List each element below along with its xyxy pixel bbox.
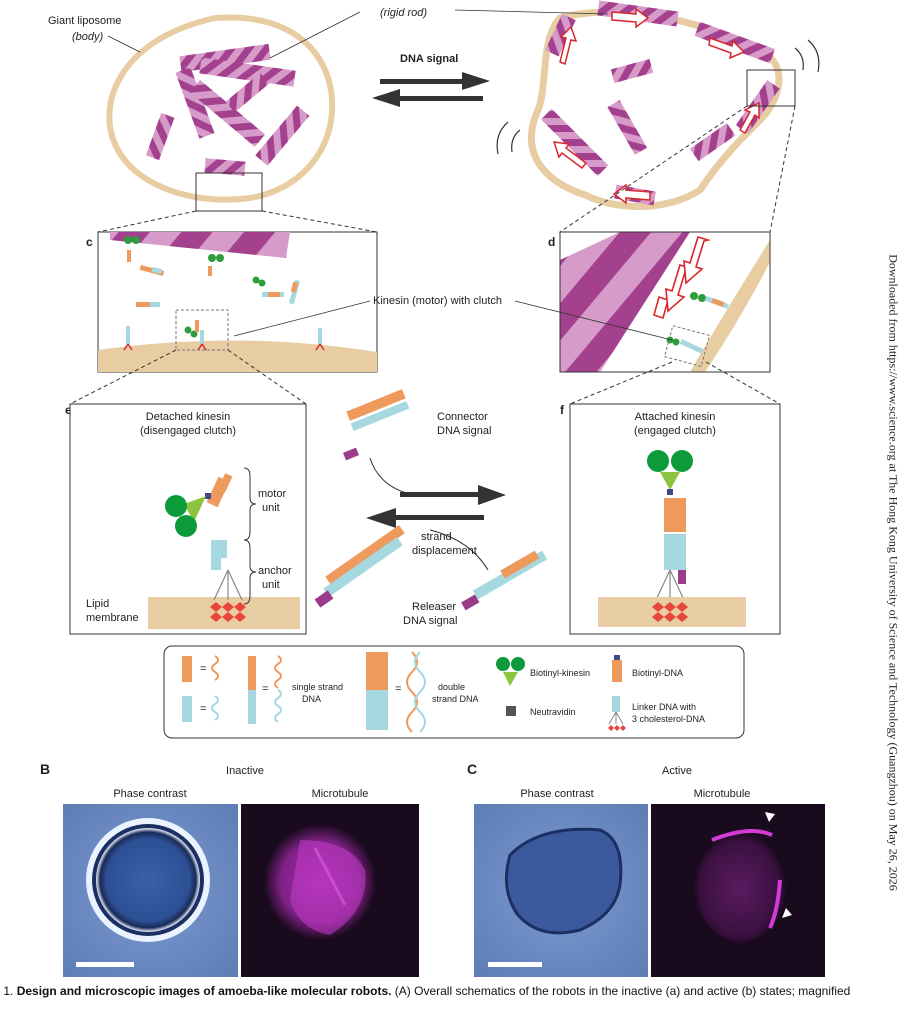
attached-title-2: (engaged clutch) (634, 425, 716, 437)
releaser-label-1: Releaser (412, 601, 456, 613)
legend-eq-1: = (200, 663, 206, 675)
panel-C-state: Active (662, 765, 692, 777)
panel-C-left-title: Phase contrast (520, 788, 593, 800)
legend-biotinyl-kinesin: Biotinyl-kinesin (530, 668, 590, 678)
dna-signal-arrows (372, 72, 490, 107)
legend-linker-2: 3 cholesterol-DNA (632, 714, 705, 724)
panel-d-letter: d (548, 235, 555, 249)
legend-biotinyl-dna: Biotinyl-DNA (632, 668, 683, 678)
kinesin-label: Kinesin (motor) with clutch (373, 295, 502, 307)
motor-unit-1: motor (258, 488, 286, 500)
strand-label-2: displacement (412, 545, 477, 557)
panel-e: Detached kinesin (disengaged clutch) mot… (69, 403, 307, 635)
panel-C-letter: C (467, 761, 477, 777)
lipid-label-1: Lipid (86, 598, 109, 610)
legend-neutravidin: Neutravidin (530, 707, 576, 717)
caption-prefix: g. 1. (0, 984, 14, 998)
lipid-label-2: membrane (86, 612, 139, 624)
caption-title: Design and microscopic images of amoeba-… (16, 984, 392, 998)
legend-eq-3: = (262, 683, 268, 695)
download-watermark: Downloaded from https://www.science.org … (886, 254, 901, 891)
micrograph-C-microtubule (651, 804, 825, 977)
panel-f-letter: f (560, 403, 565, 417)
panel-d (559, 231, 771, 373)
micrograph-C-phase (474, 804, 648, 977)
body-label: (body) (72, 31, 104, 43)
panel-C-right-title: Microtubule (694, 788, 751, 800)
figure-caption: g. 1. Design and microscopic images of a… (0, 984, 905, 998)
liposome-label: Giant liposome (48, 15, 121, 27)
connector-label-2: DNA signal (437, 425, 491, 437)
panel-B-left-title: Phase contrast (113, 788, 186, 800)
legend-single-1: single strand (292, 682, 343, 692)
rod-label: (rigid rod) (380, 7, 427, 19)
legend-box: = = = single strand DNA = double strand … (163, 645, 745, 739)
panel-c (97, 231, 378, 373)
figure-1: Giant liposome (body) (rigid rod) DNA si… (40, 0, 825, 977)
legend-single-2: DNA (302, 694, 321, 704)
legend-eq-2: = (200, 703, 206, 715)
caption-text: (A) Overall schematics of the robots in … (391, 984, 851, 998)
legend-linker-1: Linker DNA with (632, 702, 696, 712)
anchor-unit-1: anchor (258, 565, 292, 577)
detached-title-1: Detached kinesin (146, 411, 230, 423)
detached-title-2: (disengaged clutch) (140, 425, 236, 437)
micrograph-B-phase (63, 804, 238, 977)
panel-B-state: Inactive (226, 765, 264, 777)
anchor-unit-2: unit (262, 579, 280, 591)
strand-label-1: strand (421, 531, 452, 543)
panel-B-letter: B (40, 761, 50, 777)
panel-c-letter: c (86, 235, 93, 249)
releaser-label-2: DNA signal (403, 615, 457, 627)
panel-f: Attached kinesin (engaged clutch) (569, 403, 781, 635)
exchange-arrows (314, 389, 548, 611)
panel-B-right-title: Microtubule (312, 788, 369, 800)
active-liposome (496, 0, 820, 210)
attached-title-1: Attached kinesin (635, 411, 716, 423)
micrograph-B-microtubule (241, 804, 419, 977)
motor-unit-2: unit (262, 502, 280, 514)
inactive-liposome (106, 14, 336, 212)
legend-double-1: double (438, 682, 465, 692)
legend-eq-4: = (395, 683, 401, 695)
legend-double-2: strand DNA (432, 694, 479, 704)
dna-signal-label: DNA signal (400, 53, 458, 65)
panel-e-letter: e (65, 403, 72, 417)
connector-label-1: Connector (437, 411, 488, 423)
